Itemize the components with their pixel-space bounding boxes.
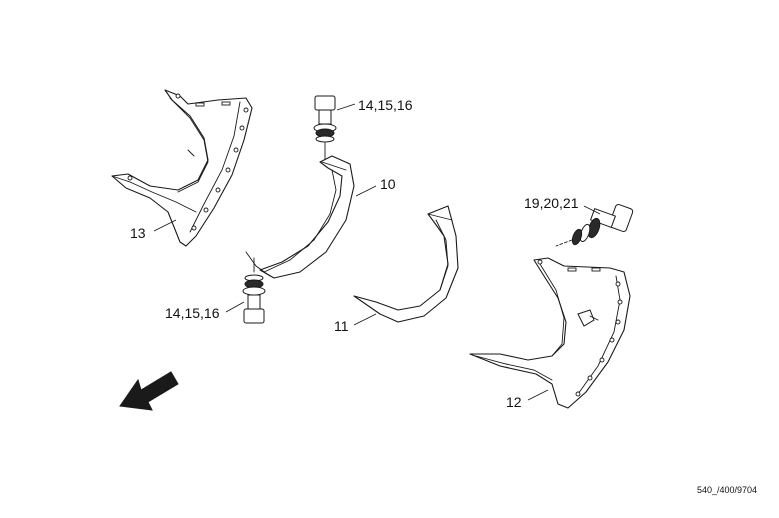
- callout-14-15-16-lower: 14,15,16: [165, 305, 220, 321]
- callout-19-20-21: 19,20,21: [524, 195, 579, 211]
- reference-code: 540_/400/9704: [697, 485, 757, 495]
- bolt-assembly-upper: [313, 95, 337, 161]
- part-11-strap: [353, 205, 459, 323]
- callout-10: 10: [380, 176, 396, 192]
- bolt-assembly-lower: [242, 257, 266, 324]
- direction-arrow-icon: [119, 371, 179, 411]
- bolt-assembly-right: [555, 203, 634, 247]
- part-13-deflector: [111, 89, 253, 247]
- callout-11: 11: [334, 318, 349, 334]
- callout-12: 12: [506, 394, 522, 410]
- part-10-strap: [245, 155, 355, 279]
- callout-13: 13: [130, 225, 146, 241]
- part-12-deflector: [469, 257, 631, 409]
- leader-lines: [153, 103, 601, 401]
- callout-14-15-16-upper: 14,15,16: [358, 97, 413, 113]
